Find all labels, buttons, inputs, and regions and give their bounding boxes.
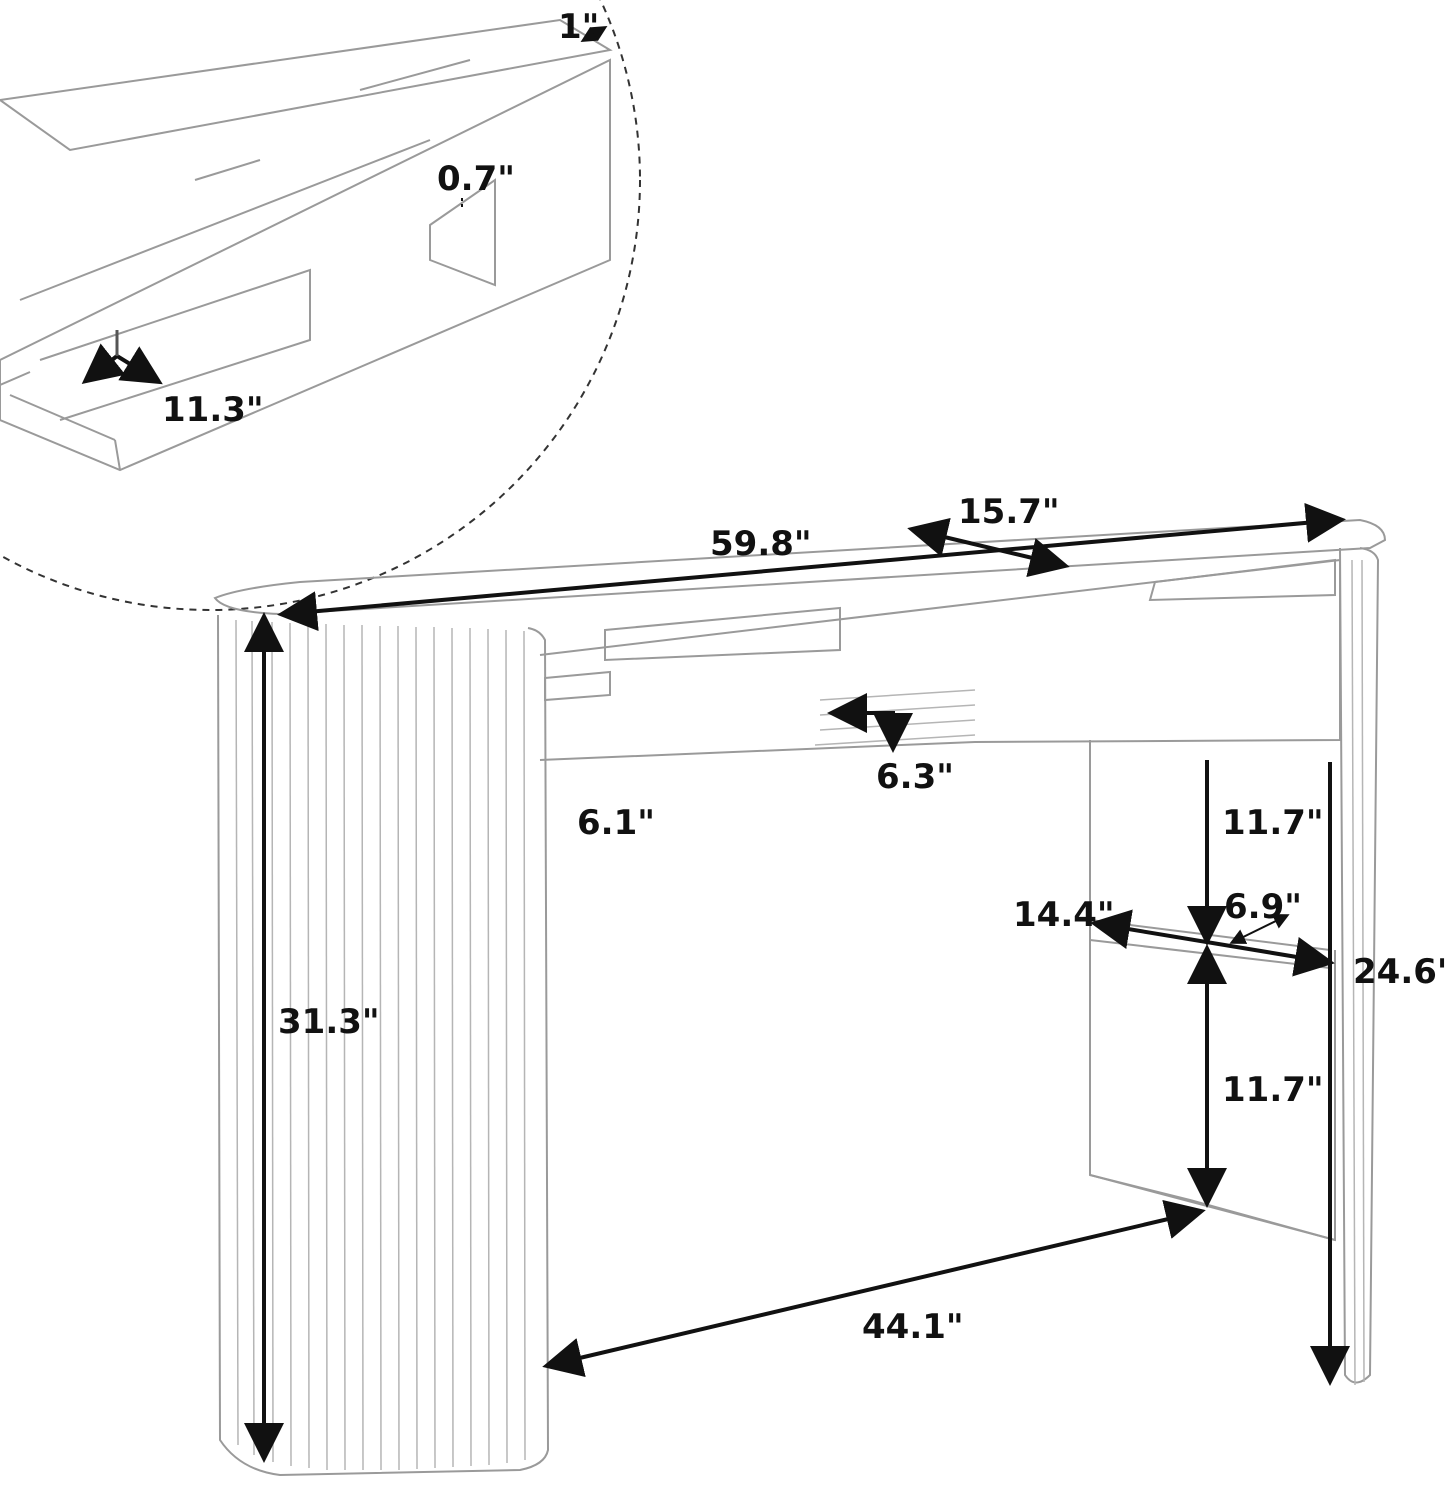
shelf-depth-label: 6.9" bbox=[1224, 887, 1302, 927]
shelf-depth-arrow bbox=[1229, 914, 1290, 944]
drawer-front-height-label: 6.3" bbox=[876, 757, 954, 797]
leg-span-arrow bbox=[542, 1199, 1206, 1378]
right-leg-flutes bbox=[1351, 559, 1365, 1386]
top-depth-arrow bbox=[907, 517, 1070, 578]
shelf-width-arrow bbox=[1090, 909, 1335, 977]
drawer-depth-arrow-left bbox=[81, 343, 126, 384]
drawer-detail-inner-line bbox=[19, 139, 431, 301]
top-depth-label: 15.7" bbox=[958, 492, 1060, 532]
drawer-handle-small bbox=[544, 670, 611, 702]
left-leg-outline bbox=[217, 614, 550, 1477]
drawer-detail-inset bbox=[0, 0, 641, 611]
total-height-label: 31.3" bbox=[278, 1002, 380, 1042]
drawer-detail-handle bbox=[359, 59, 471, 91]
drawer-handle-right bbox=[1148, 558, 1336, 602]
upper-shelf-gap-label: 11.7" bbox=[1222, 803, 1324, 843]
lower-shelf-gap-label: 11.7" bbox=[1222, 1070, 1324, 1110]
dimension-arrows bbox=[244, 502, 1350, 1463]
drawer-detail-front bbox=[0, 58, 611, 472]
drawer-detail-dashed-circle bbox=[0, 0, 641, 611]
drawer-top-gap-label: 1" bbox=[558, 7, 600, 47]
drawer-height-detail-label: 0.7" bbox=[437, 159, 515, 199]
drawer-depth-arrow-right bbox=[115, 346, 163, 385]
drawer-detail-box bbox=[39, 268, 311, 421]
side-radius-label: 6.1" bbox=[577, 803, 655, 843]
top-width-label: 59.8" bbox=[710, 524, 812, 564]
drawer-top-gap-arrow bbox=[580, 25, 608, 43]
drawer-depth-label: 11.3" bbox=[162, 390, 264, 430]
shelf-width-label: 14.4" bbox=[1013, 895, 1115, 935]
drawer-detail-side-panel bbox=[429, 178, 496, 287]
console-table bbox=[213, 518, 1387, 1477]
inner-height-label: 24.6" bbox=[1353, 952, 1447, 992]
drawer-detail-top-edge bbox=[0, 18, 613, 152]
left-leg-flutes bbox=[235, 619, 526, 1471]
drawer-detail-handle-2 bbox=[194, 159, 261, 181]
top-width-arrow bbox=[277, 502, 1346, 632]
tabletop bbox=[213, 518, 1387, 616]
leg-span-label: 44.1" bbox=[862, 1307, 964, 1347]
